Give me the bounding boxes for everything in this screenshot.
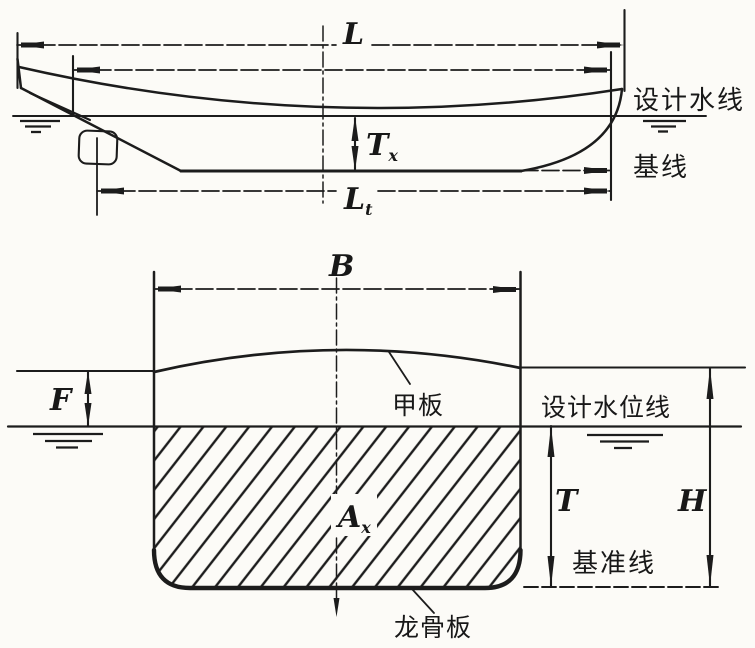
draft-arrow-bottom [547,556,555,587]
depth-arrow-bottom [706,555,714,586]
water-surface-symbol-right [643,119,686,133]
sheer-line [17,65,624,110]
freeboard-arrow-top [84,371,92,394]
keel-plate-leader-line [411,588,435,614]
draft-Tx-arrow-top [351,116,359,141]
freeboard-arrow-bottom [84,403,92,427]
breadth-B-label: B [328,249,354,284]
draft-Tx-arrow-bottom [351,146,359,171]
baseline-label: 基线 [633,153,689,183]
bow-stem-curve [519,87,624,173]
deck-label: 甲板 [392,391,444,420]
section-view: Ax B F 甲板 设计水位线 T H 基准线 龙骨板 [6,249,747,642]
depth-arrow-top [706,368,714,399]
datum-line-label: 基准线 [572,549,656,579]
water-surface-symbol-left [33,432,103,449]
draft-Tx-label: Tx [366,128,398,165]
freeboard-F-label: F [49,383,74,418]
design-water-level-label: 设计水位线 [541,393,671,422]
design-waterline-label: 设计水线 [633,86,745,116]
draft-arrow-top [547,426,555,457]
tonnage-length-Lt-label: Lt [343,182,373,219]
keel-plate-label: 龙骨板 [394,613,472,642]
area-label-backplate [331,494,377,536]
water-surface-symbol-left [20,119,60,134]
transom-line [16,57,23,90]
length-L-label: L [342,17,364,52]
water-surface-symbol-right [587,433,663,450]
profile-view: L Tx Lt 设计水线 基线 [12,8,745,219]
deck-leader-line [388,351,411,385]
depth-H-label: H [677,484,708,519]
section-area-Ax-label: Ax [335,500,371,537]
bilge-and-keel-plate [151,547,523,591]
draft-T-label: T [555,484,580,519]
centerline-arrow [333,598,340,617]
